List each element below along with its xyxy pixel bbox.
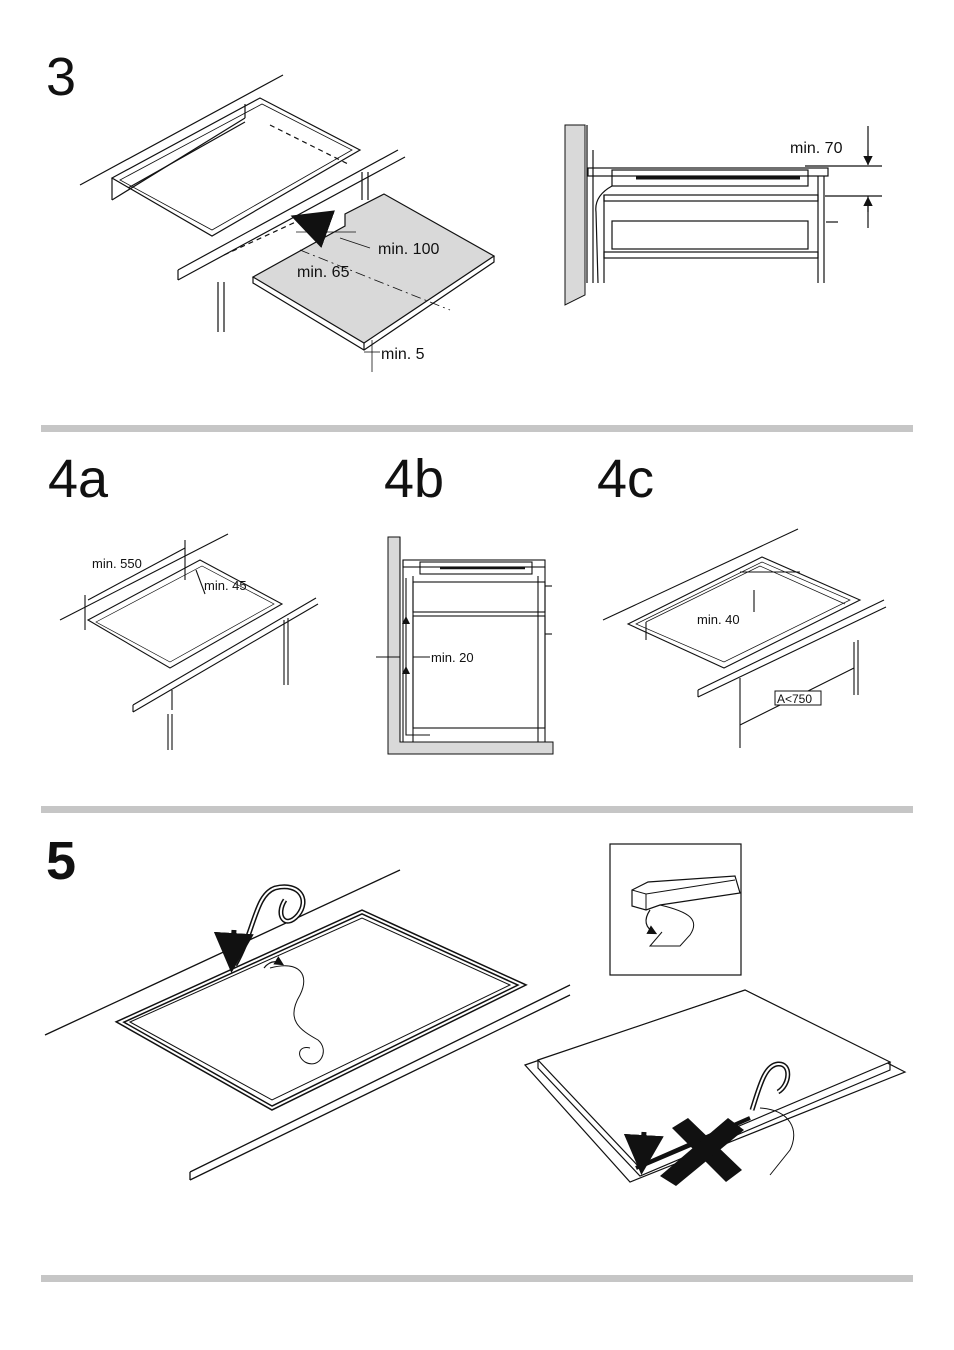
step3-side-section: [564, 124, 882, 306]
insert-arrow-icon: [290, 210, 336, 248]
step4c-illustration: [602, 528, 887, 748]
step3-shelf-panel: [251, 193, 496, 372]
section-divider: [41, 806, 913, 813]
step-number-4c: 4c: [597, 449, 655, 509]
a750-box: [774, 690, 822, 706]
step5-wrong-method: [523, 989, 907, 1183]
label-min-65: min. 65: [297, 264, 350, 281]
step4a-illustration: [59, 533, 319, 750]
step3-worktop-illustration: [79, 74, 406, 332]
label-min-70: min. 70: [790, 140, 843, 157]
step-number-4b: 4b: [384, 449, 445, 509]
step-number-3: 3: [46, 47, 77, 107]
wrong-x-icon: [660, 1118, 744, 1186]
label-min-40: min. 40: [697, 612, 740, 627]
label-min-550: min. 550: [92, 556, 142, 571]
label-a-750: A<750: [777, 692, 812, 706]
section-divider: [41, 1275, 913, 1282]
step4b-illustration: [376, 536, 554, 755]
label-min-100: min. 100: [378, 241, 439, 258]
press-down-arrow-icon: [623, 1131, 664, 1175]
section-divider: [41, 425, 913, 432]
press-down-arrow-icon: [213, 929, 254, 973]
step-number-5: 5: [46, 831, 77, 891]
step5-seal-application: [44, 869, 571, 1181]
step5-detail-box: [609, 843, 742, 976]
step-number-4a: 4a: [48, 449, 109, 509]
label-min-5: min. 5: [381, 346, 425, 363]
label-min-20: min. 20: [431, 650, 474, 665]
label-min-45: min. 45: [204, 578, 247, 593]
